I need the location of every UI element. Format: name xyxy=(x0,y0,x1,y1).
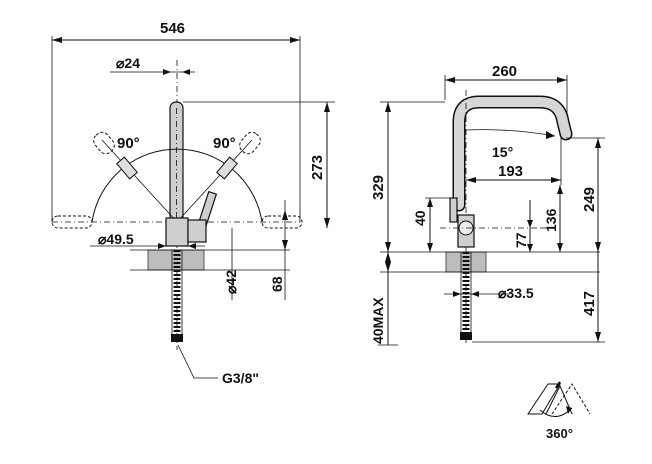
lever-angle-right-label: 90° xyxy=(213,135,236,152)
spout-diameter-label: ⌀24 xyxy=(116,55,140,71)
left-lever-ghost xyxy=(93,131,138,180)
max-thickness-label: 40MAX xyxy=(370,297,386,344)
spout-clearance-label: 136 xyxy=(543,208,559,232)
dimension-under-length: 417 xyxy=(472,252,605,343)
reach-label: 260 xyxy=(492,63,517,80)
outlet-height-label: 249 xyxy=(581,187,598,212)
dimension-hole-diameter: ⌀33.5 xyxy=(444,285,534,301)
dimension-body-diameter: ⌀42 xyxy=(223,228,239,300)
lever-height-label: 40 xyxy=(412,210,428,226)
dimension-total-height: 329 xyxy=(370,101,445,252)
connection-label: G3/8" xyxy=(222,370,259,386)
dimension-outlet-height: 249 xyxy=(566,137,605,252)
tilt-angle-label: 15° xyxy=(492,144,513,160)
body-diameter-label: ⌀42 xyxy=(223,270,239,294)
overall-width-label: 546 xyxy=(160,20,185,37)
body-height-label: 68 xyxy=(269,276,285,292)
dimension-overall-width: 546 xyxy=(51,20,301,222)
inner-reach-label: 193 xyxy=(498,163,523,180)
dimension-spout-clearance: 136 xyxy=(543,185,563,252)
dimension-front-height: 273 xyxy=(183,101,335,228)
body-offset-label: 77 xyxy=(513,232,529,248)
dimension-inner-reach: 193 xyxy=(466,138,562,185)
side-view: 260 15° 193 xyxy=(370,63,605,346)
dimension-base-diameter: ⌀49.5 xyxy=(90,231,205,249)
right-lever-ghost xyxy=(216,131,261,180)
total-height-label: 329 xyxy=(370,175,387,200)
dimension-body-height: 68 xyxy=(269,200,288,300)
front-height-label: 273 xyxy=(309,155,326,180)
rotation-icon: 360° xyxy=(527,381,591,441)
lever-rotation-arc xyxy=(91,148,263,223)
dimension-max-thickness: 40MAX xyxy=(370,252,398,346)
base-diameter-label: ⌀49.5 xyxy=(98,231,134,247)
front-view: 546 ⌀24 90° 90° xyxy=(51,20,335,386)
dimension-body-offset: 77 xyxy=(513,200,555,252)
side-lever xyxy=(449,197,458,223)
hole-diameter-label: ⌀33.5 xyxy=(498,285,534,301)
lever-angle-left-label: 90° xyxy=(117,135,140,152)
dimension-spout-diameter: ⌀24 xyxy=(110,55,195,75)
rotation-label: 360° xyxy=(546,426,573,441)
under-length-label: 417 xyxy=(581,291,598,316)
front-body xyxy=(165,217,189,247)
dimension-lever-height: 40 xyxy=(412,197,450,252)
